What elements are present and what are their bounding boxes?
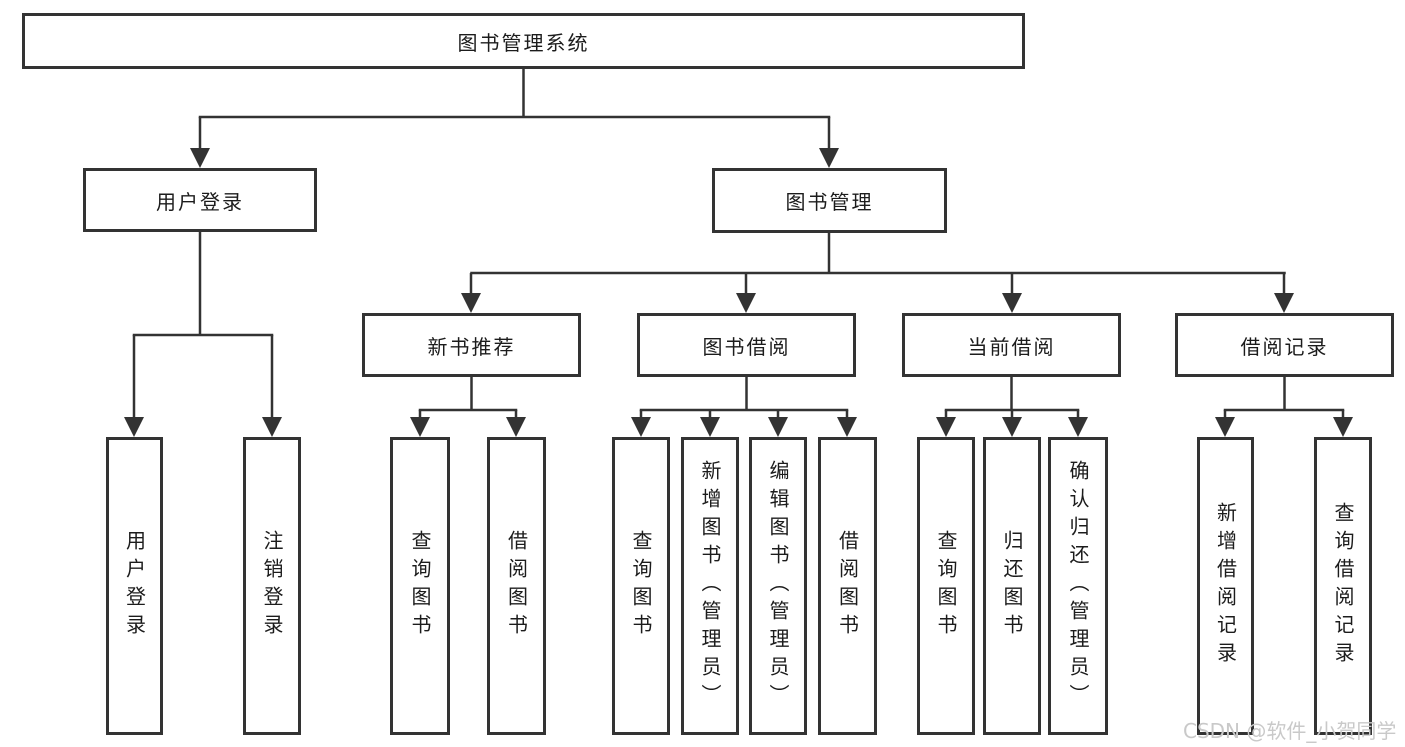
leaf-query-books-recommend: 查询图书 [390,437,450,735]
node-book-borrow: 图书借阅 [637,313,856,377]
leaf-user-login: 用户登录 [106,437,163,735]
csdn-watermark: CSDN @软件_小贺同学 [1183,719,1397,743]
node-current-borrow: 当前借阅 [902,313,1121,377]
leaf-add-borrow-record: 新增借阅记录 [1197,437,1254,735]
node-book-management: 图书管理 [712,168,947,233]
leaf-logout: 注销登录 [243,437,301,735]
leaf-confirm-return-admin: 确认归还（管理员） [1048,437,1108,735]
leaf-borrow-books-recommend: 借阅图书 [487,437,546,735]
node-root: 图书管理系统 [22,13,1025,69]
node-user-login: 用户登录 [83,168,317,232]
leaf-query-books-current: 查询图书 [917,437,975,735]
leaf-borrow-books: 借阅图书 [818,437,877,735]
node-new-book-recommend: 新书推荐 [362,313,581,377]
node-borrow-records: 借阅记录 [1175,313,1394,377]
leaf-return-book: 归还图书 [983,437,1041,735]
leaf-query-books-borrow: 查询图书 [612,437,670,735]
leaf-edit-book-admin: 编辑图书（管理员） [749,437,807,735]
leaf-add-book-admin: 新增图书（管理员） [681,437,739,735]
leaf-query-borrow-record: 查询借阅记录 [1314,437,1372,735]
